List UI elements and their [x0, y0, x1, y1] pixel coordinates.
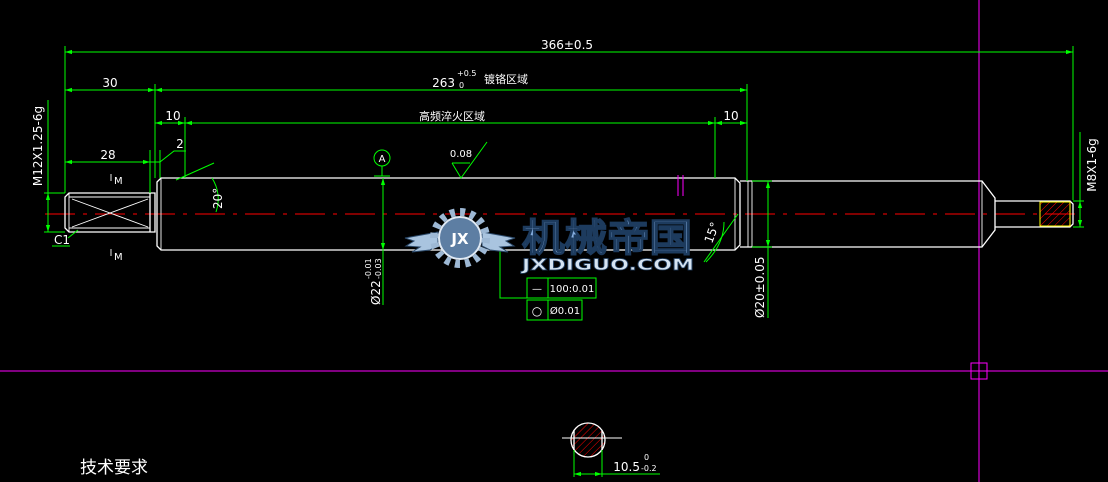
- flat-width-text: 10.5: [613, 460, 640, 474]
- flat-width-upper: 0: [644, 453, 649, 462]
- section-view: 10.5 0 -0.2: [562, 422, 660, 477]
- roughness-value: 0.08: [450, 149, 472, 160]
- datum-marker: A: [373, 149, 391, 177]
- chamfer-callout: C1: [52, 229, 79, 247]
- circularity-symbol: ○: [532, 304, 542, 318]
- dimension-overall: 366±0.5: [64, 38, 1074, 200]
- thread-length-text: 30: [102, 76, 117, 90]
- datum-label: A: [379, 154, 386, 165]
- dimension-row-4: 28 2: [65, 137, 186, 193]
- dimension-row-3: 10 高频淬火区域 10: [155, 109, 747, 178]
- angle-right-text: 15°: [702, 220, 722, 245]
- dimension-left-thread: M12X1.25-6g: [31, 100, 65, 233]
- left-thread-text: M12X1.25-6g: [31, 106, 45, 186]
- straightness-value: 100:0.01: [550, 284, 595, 295]
- flat-width-lower: -0.2: [641, 464, 657, 473]
- flat-length-text: 28: [100, 148, 115, 162]
- straightness-symbol: —: [532, 284, 542, 295]
- angle-left-text: 20°: [211, 188, 225, 209]
- gear-icon: [430, 208, 490, 268]
- circularity-value: Ø0.01: [550, 305, 580, 317]
- plated-zone-label: 镀铬区域: [484, 72, 528, 86]
- watermark-logo: JX 机械帝国 JXDIGUO.COM: [404, 208, 694, 274]
- dimension-step-diameter: Ø20±0.05: [752, 180, 772, 319]
- overall-length-text: 366±0.5: [541, 38, 593, 52]
- groove-text: 2: [176, 137, 184, 151]
- right-thread-text: M8X1-6g: [1085, 138, 1099, 191]
- angle-left: 20°: [175, 162, 225, 213]
- chamfer-text: C1: [54, 233, 70, 247]
- watermark-url: JXDIGUO.COM: [521, 255, 694, 274]
- main-diameter-upper: -0.01: [364, 258, 373, 279]
- tolerance-frame: — 100:0.01 ○ Ø0.01: [499, 251, 597, 321]
- svg-text:M: M: [114, 252, 123, 263]
- svg-text:M: M: [114, 176, 123, 187]
- watermark-emblem: JX: [450, 230, 469, 248]
- section-mark-top: M: [110, 174, 123, 187]
- technical-requirements-heading: 技术要求: [80, 458, 148, 478]
- section-mark-bottom: M: [110, 249, 123, 263]
- plated-tol-lower: 0: [459, 81, 464, 90]
- angle-right: 15°: [702, 213, 739, 263]
- dimension-main-diameter: Ø22 -0.01 -0.03: [364, 178, 386, 305]
- right-offset-text: 10: [723, 109, 738, 123]
- watermark-title: 机械帝国: [522, 216, 692, 260]
- main-diameter-text: Ø22: [369, 280, 383, 305]
- plated-tol-upper: +0.5: [457, 69, 476, 78]
- roughness-symbol: 0.08: [450, 141, 488, 179]
- dimension-row-2: 30 263 +0.5 0 镀铬区域: [65, 69, 748, 181]
- right-wing-icon: [481, 231, 516, 253]
- step-diameter-text: Ø20±0.05: [753, 257, 767, 319]
- left-offset-text: 10: [165, 109, 180, 123]
- hardening-zone-label: 高频淬火区域: [419, 109, 485, 123]
- dimension-right-thread: M8X1-6g: [1073, 132, 1099, 228]
- main-diameter-lower: -0.03: [374, 258, 383, 279]
- plated-length-text: 263: [432, 76, 455, 90]
- shaft-outline: [64, 175, 1074, 251]
